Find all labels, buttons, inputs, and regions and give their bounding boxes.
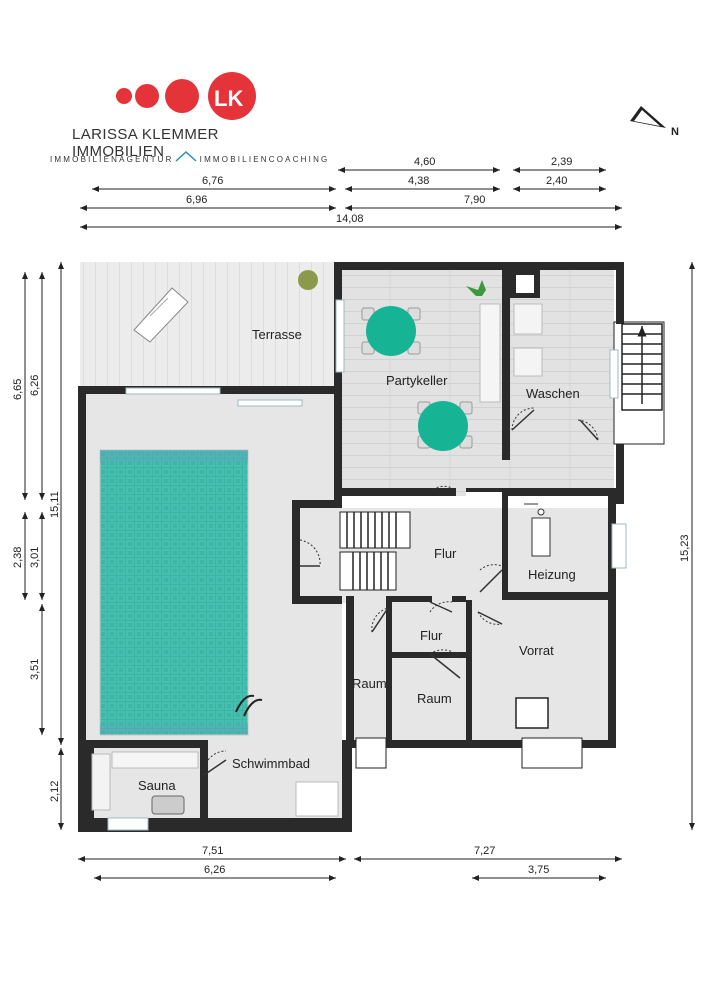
table-lower [417,401,473,451]
sauna-bench [111,751,199,769]
stairs-exterior [621,323,663,411]
brand-logo: LK [116,72,256,120]
boiler-icon [524,503,551,557]
dim-top-676: 6,76 [202,175,223,187]
room-label-flur-small: Flur [420,628,443,643]
room-label-partykeller: Partykeller [386,373,448,388]
dim-top-696: 6,96 [186,194,207,206]
north-arrow-icon [630,106,666,128]
dim-left-665: 6,65 [12,379,24,400]
plant-terrace-icon [298,270,318,290]
room-label-raum-left: Raum [352,676,387,691]
room-label-schwimmbad: Schwimmbad [232,756,310,771]
dim-bottom-626: 6,26 [204,864,225,876]
room-label-flur: Flur [434,546,457,561]
compass-label: N [671,126,679,138]
room-label-sauna: Sauna [138,778,176,793]
door-leaves [203,409,599,776]
dim-right-1523: 15,23 [679,534,691,562]
dim-left-212: 2,12 [49,781,61,802]
windows [91,299,627,831]
tagline-right: IMMOBILIENCOACHING [199,155,330,164]
dim-left-351: 3,51 [29,659,41,680]
plant-partykeller-icon [466,280,486,296]
room-label-heizung: Heizung [528,567,576,582]
table-upper [361,306,421,356]
dim-bottom-727: 7,27 [474,845,495,857]
dimension-lines-left [22,262,64,830]
dimension-lines-bottom [78,856,622,881]
dim-top-1408: 14,08 [336,213,364,225]
dim-left-301: 3,01 [29,547,41,568]
sauna-heater-icon [151,795,185,815]
dim-top-240: 2,40 [546,175,567,187]
roof-icon [174,150,200,164]
shower-tray [295,781,339,817]
pool-edge-bottom [100,724,248,734]
tagline-left: IMMOBILIENAGENTUR [50,155,174,164]
brand-name: LARISSA KLEMMER IMMOBILIEN [72,126,219,160]
room-label-terrasse: Terrasse [252,327,302,342]
pool-edge-top [100,450,248,462]
pool [99,449,249,736]
washing-machine-icon [513,303,543,377]
bar-counter [479,303,501,403]
brand-tagline: IMMOBILIENAGENTUR IMMOBILIENCOACHING [50,150,329,164]
pool-ladder-icon [235,694,263,717]
logo-letters: LK [214,86,243,111]
doors [203,407,599,776]
dimension-lines-top [80,167,622,230]
room-label-raum-mid: Raum [417,691,452,706]
vorrat-box [515,697,549,729]
dim-left-626: 6,26 [29,375,41,396]
dim-left-238: 2,38 [12,547,24,568]
dim-top-460: 4,60 [414,156,435,168]
dim-top-790: 7,90 [464,194,485,206]
dim-top-438: 4,38 [408,175,429,187]
room-label-vorrat: Vorrat [519,643,554,658]
dim-top-239: 2,39 [551,156,572,168]
sun-lounger-icon [133,287,189,343]
room-label-waschen: Waschen [526,386,580,401]
dim-bottom-751: 7,51 [202,845,223,857]
dim-bottom-375: 3,75 [528,864,549,876]
stair-treads [346,512,397,590]
dim-left-1511: 15,11 [49,491,61,518]
